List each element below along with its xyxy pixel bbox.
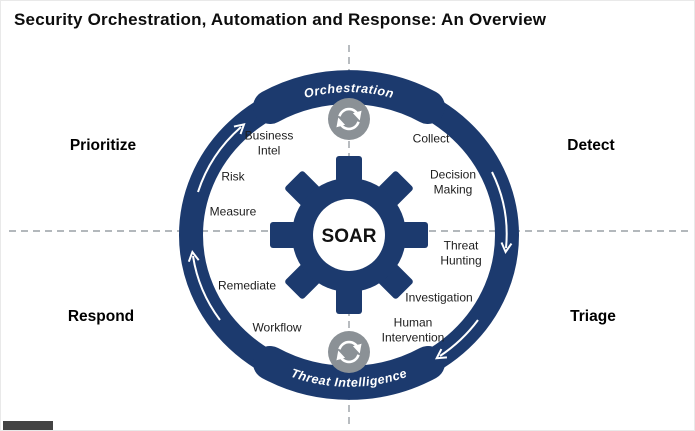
orchestration-banner	[253, 70, 445, 124]
flow-arrows	[187, 122, 513, 360]
inner-label-risk: Risk	[221, 169, 245, 184]
cycle-icon-bottom	[328, 331, 370, 373]
inner-label-threat-hunting: Threat Hunting	[440, 238, 482, 268]
quadrant-label-detect: Detect	[567, 137, 615, 154]
inner-label-workflow: Workflow	[252, 320, 302, 335]
orchestration-banner-label: Orchestration	[303, 81, 396, 101]
inner-label-investigation: Investigation	[405, 290, 473, 305]
flow-arrow-right	[491, 171, 513, 255]
quadrant-label-respond: Respond	[67, 308, 135, 325]
inner-label-decision-making: Decision Making	[429, 167, 477, 197]
quadrant-label-triage: Triage	[570, 308, 616, 325]
inner-label-measure: Measure	[209, 204, 257, 219]
threat-intelligence-banner	[253, 346, 445, 400]
cropped-logo	[3, 421, 53, 430]
cycle-icon-top	[328, 98, 370, 140]
gear-icon: SOAR	[270, 156, 428, 314]
quadrant-label-prioritize: Prioritize	[69, 137, 137, 154]
page-title: Security Orchestration, Automation and R…	[14, 10, 547, 29]
flow-arrow-upper-left	[197, 122, 246, 193]
soar-center-label: SOAR	[322, 226, 377, 247]
inner-label-business-intel: Business Intel	[244, 128, 294, 158]
inner-label-human-intervention: Human Intervention	[381, 315, 445, 345]
inner-label-remediate: Remediate	[217, 278, 277, 293]
inner-label-collect: Collect	[412, 131, 450, 146]
flow-arrow-lower-right	[434, 319, 479, 360]
flow-arrow-lower-left	[187, 250, 221, 321]
